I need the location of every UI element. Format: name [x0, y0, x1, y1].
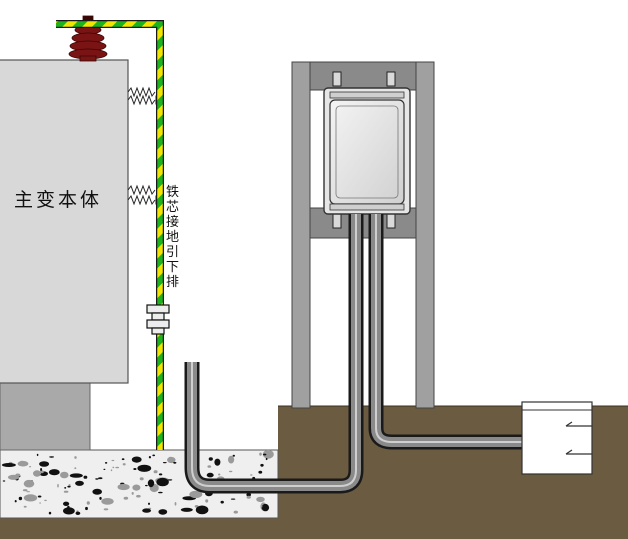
concrete-foundation	[0, 449, 279, 519]
cabinet-support-frame	[291, 61, 435, 409]
core-ground-lead-label: 铁芯接地引下排	[166, 185, 179, 290]
concrete-aggregate	[1, 449, 274, 515]
ground-cable-right	[368, 214, 524, 450]
transformer-body	[0, 59, 129, 384]
clamp-icon	[146, 304, 170, 335]
junction-box	[521, 401, 593, 475]
transformer-body-label: 主变本体	[14, 189, 102, 211]
grounding-cabinet	[323, 87, 411, 215]
ground-cable-left	[184, 214, 364, 494]
bracket-icon	[332, 71, 396, 229]
transformer-base	[0, 382, 91, 451]
